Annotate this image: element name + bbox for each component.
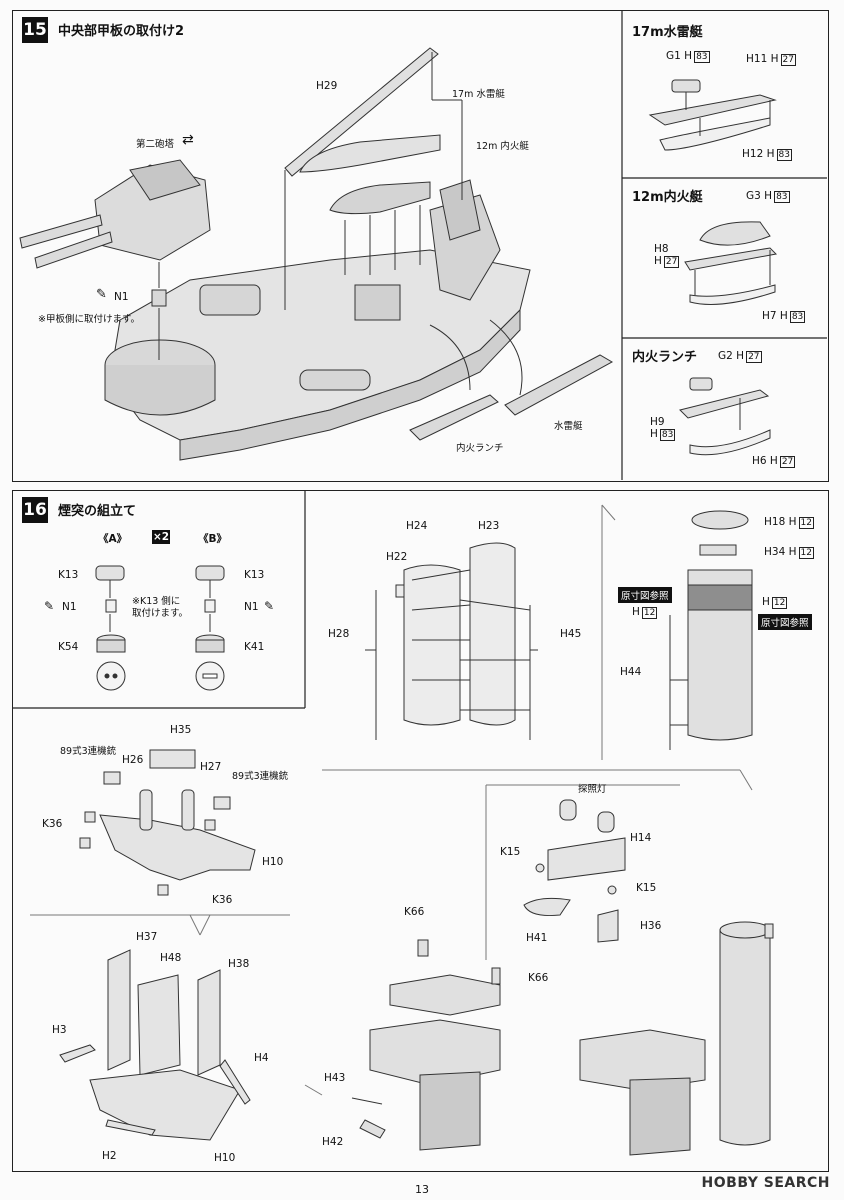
label-h3: H3	[52, 1024, 67, 1036]
glue-icon-a: ✎	[44, 599, 55, 613]
label-searchlight: 探照灯	[578, 784, 607, 795]
label-h48: H48	[160, 952, 182, 964]
sub-launch-title: 内火ランチ	[632, 350, 698, 365]
label-k66-b: K66	[528, 972, 549, 984]
label-mg-right: 89式3連機銃	[232, 771, 289, 782]
label-k15-a: K15	[500, 846, 521, 858]
rotate-icon: ⇄	[182, 132, 194, 148]
label-h27: H27	[200, 761, 222, 773]
label-ref-2: 原寸図参照	[758, 614, 812, 630]
label-h10-a: H10	[262, 856, 284, 868]
label-h10-b: H10	[214, 1152, 236, 1164]
step16-title: 煙突の組立て	[58, 504, 137, 519]
label-h44: H44	[620, 666, 642, 678]
sub-17m-drawing	[648, 79, 777, 151]
funnel-assembled	[669, 510, 753, 750]
turret-2-drawing	[19, 159, 211, 269]
label-k13-b: K13	[244, 569, 265, 581]
sub-17m-title: 17m水雷艇	[632, 25, 703, 40]
label-n1-b: N1	[244, 601, 259, 613]
times-two-badge: ×2	[153, 531, 170, 543]
label-k54: K54	[58, 641, 79, 653]
label-k15-b: K15	[636, 882, 657, 894]
mg-platform	[79, 749, 256, 896]
label-k13-note: ※K13 側に 取付けます。	[132, 596, 189, 619]
label-k36-a: K36	[42, 818, 63, 830]
label-h26: H26	[122, 754, 144, 766]
label-k66-a: K66	[404, 906, 425, 918]
final-assembly	[579, 921, 774, 1156]
label-h29: H29	[316, 80, 338, 92]
glue-icon-b: ✎	[264, 599, 275, 613]
label-n1: N1	[114, 291, 129, 303]
label-12m-launch: 12m 内火艇	[476, 141, 529, 152]
label-turret-2: 第二砲塔	[136, 139, 175, 150]
label-h28: H28	[328, 628, 350, 640]
label-n1-note: ※甲板側に取付けます。	[38, 314, 141, 325]
label-k41: K41	[244, 641, 265, 653]
label-h2: H2	[102, 1150, 117, 1162]
label-h35: H35	[170, 724, 192, 736]
label-n1-a: N1	[62, 601, 77, 613]
step15-title: 中央部甲板の取付け2	[58, 24, 185, 39]
bridge-frame	[59, 949, 251, 1141]
label-k13-a: K13	[58, 569, 79, 581]
searchlight-assembly	[523, 799, 626, 943]
label-torpedo-boat: 水雷艇	[554, 421, 583, 432]
label-h43: H43	[324, 1072, 346, 1084]
variant-a-label: 《A》	[98, 533, 128, 545]
page-number: 13	[415, 1183, 429, 1196]
label-h23: H23	[478, 520, 500, 532]
bridge-assembly	[351, 939, 501, 1151]
label-h42: H42	[322, 1136, 344, 1148]
center-deck	[104, 179, 531, 461]
label-h38: H38	[228, 958, 250, 970]
funnel-halves	[365, 542, 538, 740]
label-h41: H41	[526, 932, 548, 944]
variant-b-label: 《B》	[198, 533, 228, 545]
step15-number: 15	[22, 17, 48, 43]
glue-icon: ✎	[96, 287, 107, 302]
k13-caps	[95, 565, 225, 691]
label-motor-launch: 内火ランチ	[456, 443, 504, 454]
sub-12m-title: 12m内火艇	[632, 190, 703, 205]
label-ref-1: 原寸図参照	[618, 587, 672, 603]
label-h45: H45	[560, 628, 582, 640]
sub-12m-drawing	[684, 221, 778, 305]
label-k36-b: K36	[212, 894, 233, 906]
label-h36: H36	[640, 920, 662, 932]
label-h24: H24	[406, 520, 428, 532]
label-h4: H4	[254, 1052, 269, 1064]
sub-launch-drawing	[679, 377, 771, 456]
label-h14: H14	[630, 832, 652, 844]
label-17m-torpedo-boat: 17m 水雷艇	[452, 89, 505, 100]
label-h37: H37	[136, 931, 158, 943]
label-h22: H22	[386, 551, 408, 563]
label-mg-left: 89式3連機銃	[60, 746, 117, 757]
brand-watermark: HOBBY SEARCH	[701, 1175, 830, 1191]
step16-number: 16	[22, 497, 48, 523]
